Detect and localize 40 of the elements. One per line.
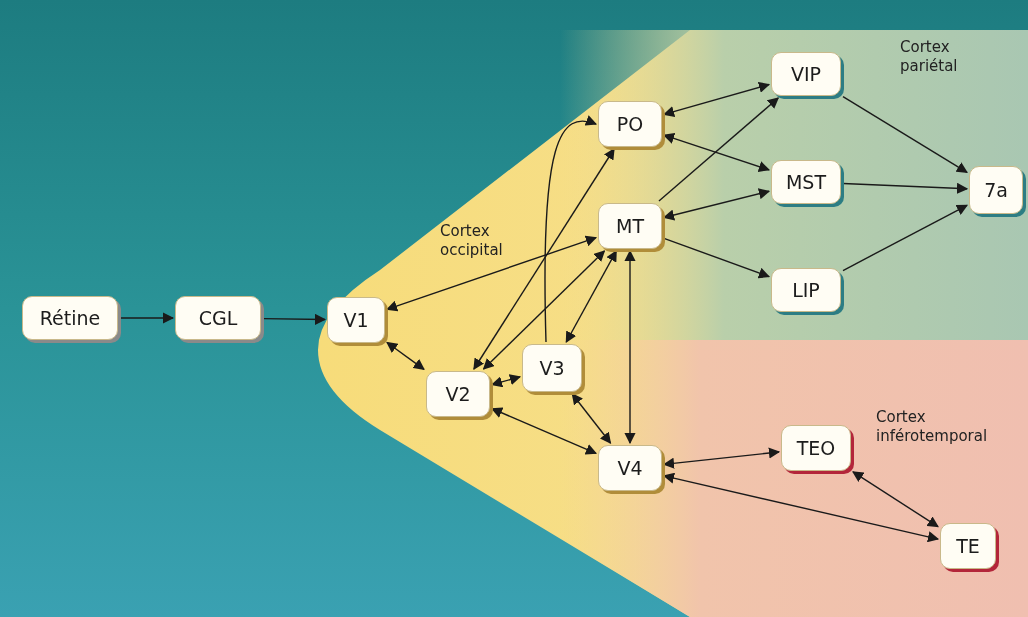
arrow xyxy=(624,249,636,445)
area-box: V2 xyxy=(426,371,490,417)
area-box: CGL xyxy=(175,296,261,340)
arrow xyxy=(662,188,771,221)
arrow xyxy=(386,341,425,371)
arrow xyxy=(842,95,968,173)
area-box: PO xyxy=(598,101,662,147)
area-box: V3 xyxy=(522,344,582,392)
arrow xyxy=(119,312,175,324)
area-box: MST xyxy=(771,160,841,204)
arrow xyxy=(662,133,771,172)
area-box: Rétine xyxy=(22,296,118,340)
arrow xyxy=(662,472,940,543)
area-box: V1 xyxy=(327,297,385,343)
arrow xyxy=(662,81,771,117)
area-box: MT xyxy=(598,203,662,249)
area-box: VIP xyxy=(771,52,841,96)
arrow xyxy=(482,250,606,370)
area-box: 7a xyxy=(969,166,1023,214)
arrow xyxy=(565,250,617,343)
arrow xyxy=(663,237,771,279)
arrow xyxy=(490,374,522,388)
arrow xyxy=(385,235,598,312)
arrow xyxy=(544,115,598,343)
region-label: Cortex occipital xyxy=(440,222,504,260)
area-box: TE xyxy=(940,523,996,569)
arrow xyxy=(842,204,968,272)
area-box: TEO xyxy=(781,425,851,471)
arrow xyxy=(842,182,969,194)
arrow xyxy=(662,447,781,469)
arrow xyxy=(571,393,612,444)
arrow xyxy=(490,407,598,455)
arrow xyxy=(852,471,939,528)
region-label: Cortex inférotemporal xyxy=(876,408,989,446)
area-box: V4 xyxy=(598,445,662,491)
arrow xyxy=(473,148,615,370)
area-box: LIP xyxy=(771,268,841,312)
arrow xyxy=(262,313,327,325)
arrow xyxy=(658,97,780,202)
region-label: Cortex pariétal xyxy=(900,38,959,76)
